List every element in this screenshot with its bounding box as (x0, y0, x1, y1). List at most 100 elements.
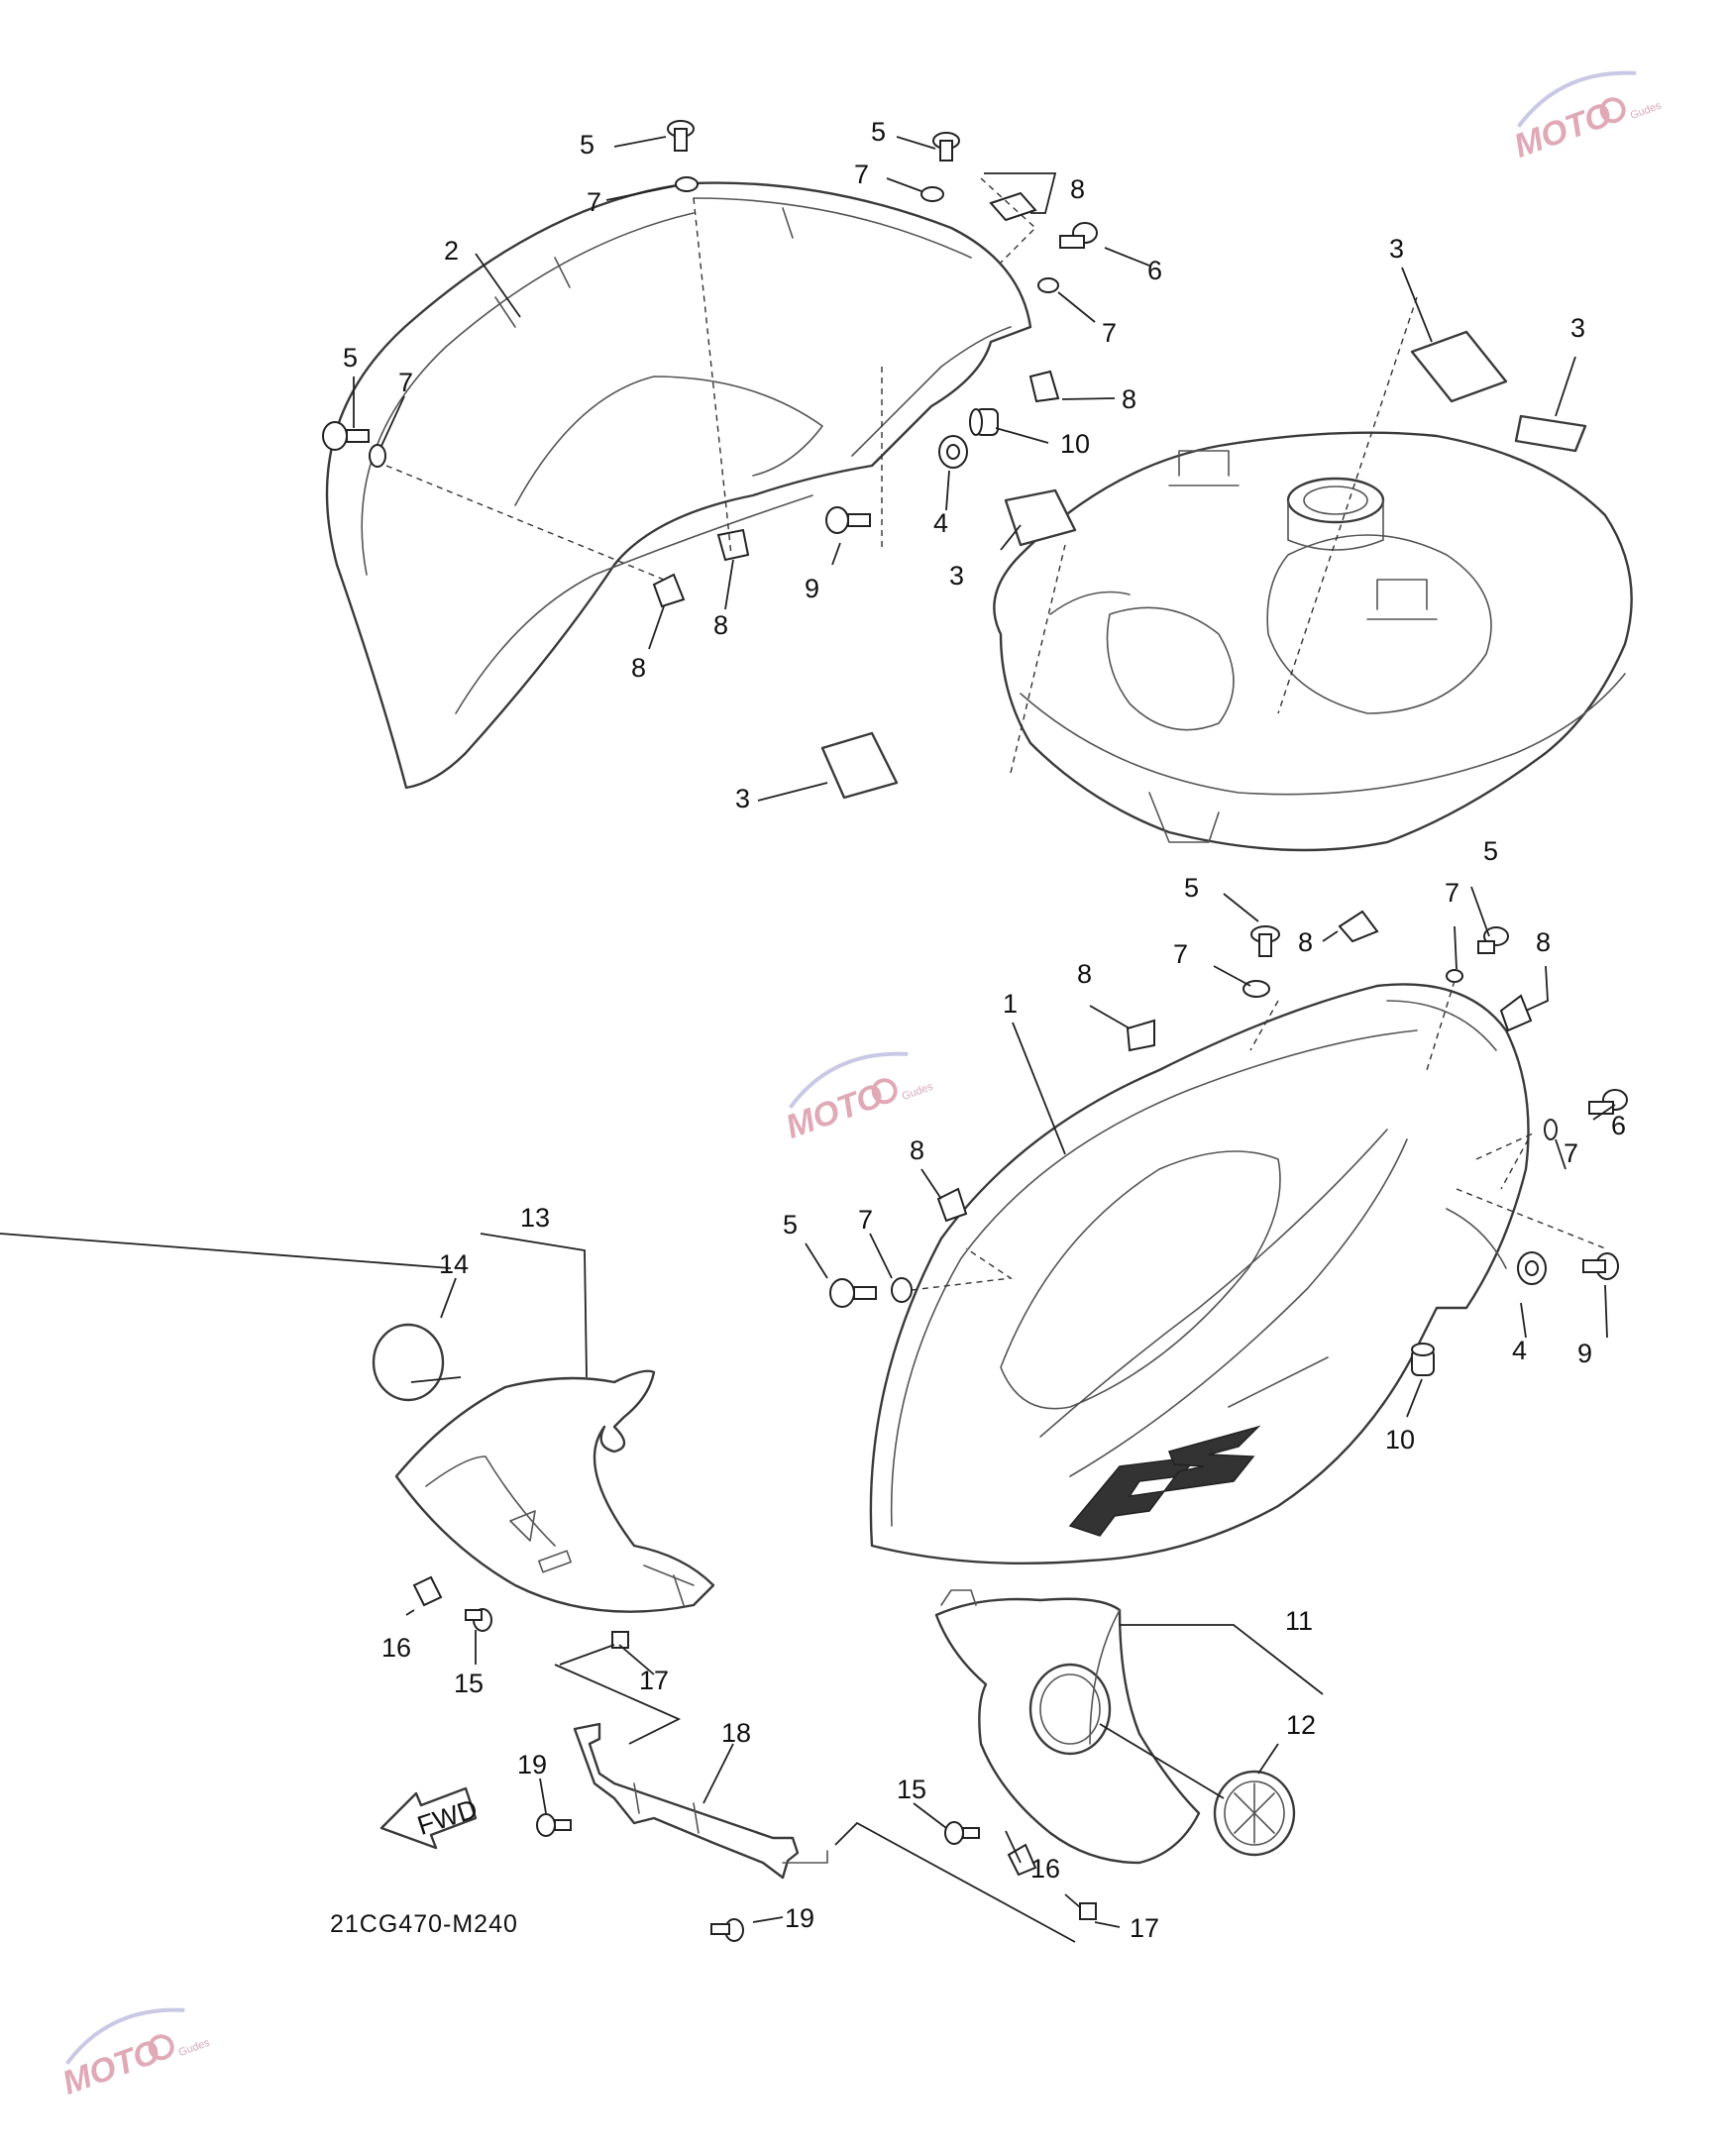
washer-icon (369, 444, 386, 468)
callout-part-7: 7 (1445, 878, 1459, 908)
callout-part-7: 7 (854, 160, 869, 189)
bolt-icon (536, 1813, 572, 1837)
callout-part-8: 8 (1536, 927, 1551, 957)
grommet-icon (1517, 1251, 1547, 1285)
callout-part-4: 4 (1512, 1336, 1527, 1365)
callout-part-8: 8 (1077, 959, 1092, 989)
washer-icon (920, 186, 944, 202)
clip-icon (652, 573, 686, 608)
callout-part-13: 13 (520, 1203, 550, 1233)
callout-part-15: 15 (897, 1775, 926, 1804)
callout-part-10: 10 (1060, 429, 1090, 459)
fz-graphic-icon (1068, 1356, 1329, 1537)
front-side-panel-part-11[interactable] (934, 1589, 1201, 1865)
clip-icon (1338, 910, 1379, 943)
bolt-icon (1477, 926, 1509, 954)
callout-part-9: 9 (1577, 1339, 1592, 1368)
fwd-label: FWD (414, 1793, 482, 1841)
emblem-part-12[interactable] (1213, 1770, 1296, 1857)
callout-part-5: 5 (343, 343, 358, 373)
clip-icon (936, 1187, 968, 1223)
bolt-icon (1059, 222, 1098, 249)
callout-part-19: 19 (517, 1750, 547, 1779)
washer-icon (1037, 277, 1059, 293)
watermark-brand: MOTO (57, 2033, 164, 2102)
callout-part-3: 3 (1570, 313, 1585, 343)
screw-icon (465, 1608, 492, 1632)
callout-part-7: 7 (1173, 939, 1188, 969)
collar-icon (969, 408, 999, 436)
callout-part-17: 17 (1130, 1913, 1159, 1943)
clip-icon (1028, 370, 1060, 403)
callout-part-3: 3 (1389, 234, 1404, 264)
callout-part-10: 10 (1385, 1425, 1415, 1455)
bracket-part-18[interactable] (573, 1722, 828, 1880)
callout-numbers: 2 5 7 5 7 8 6 7 5 7 8 10 4 9 8 8 3 3 3 3… (343, 117, 1626, 1943)
callout-part-8: 8 (1070, 174, 1085, 204)
bolt-icon (710, 1918, 744, 1942)
emblem-part-14[interactable] (372, 1323, 445, 1402)
watermark-middle: MOTO Gudes (781, 1051, 935, 1146)
diagram-code: 21CG470-M240 (330, 1910, 518, 1938)
callout-part-16: 16 (1030, 1854, 1060, 1884)
watermark-sub: Gudes (177, 2037, 212, 2060)
callout-part-5: 5 (1184, 873, 1199, 903)
washer-icon (675, 176, 699, 192)
callout-part-5: 5 (1483, 836, 1498, 866)
watermark-brand: MOTO (1509, 96, 1616, 165)
callout-part-7: 7 (858, 1205, 873, 1235)
bolt-icon (322, 421, 370, 451)
callout-part-8: 8 (1122, 384, 1136, 414)
front-side-panel-part-13[interactable] (394, 1369, 715, 1613)
fuel-tank[interactable] (993, 431, 1633, 852)
callout-part-8: 8 (910, 1135, 924, 1165)
callout-part-9: 9 (805, 574, 819, 603)
callout-part-7: 7 (1102, 318, 1117, 348)
callout-part-16: 16 (381, 1633, 411, 1663)
bolt-icon (667, 120, 695, 152)
callout-part-5: 5 (871, 117, 886, 147)
clip-icon (1126, 1019, 1155, 1052)
collar-icon (1411, 1343, 1435, 1376)
watermark-sub: Gudes (1629, 100, 1664, 123)
callout-part-3: 3 (949, 561, 964, 591)
bolt-icon (825, 506, 871, 534)
callout-part-19: 19 (785, 1903, 814, 1933)
washer-icon (1544, 1119, 1558, 1140)
fastener-reference-lines (385, 177, 1606, 1291)
clip-icon (716, 528, 750, 562)
callout-part-3: 3 (735, 784, 750, 813)
callout-part-5: 5 (783, 1210, 798, 1240)
clip-icon (412, 1575, 443, 1607)
grommet-icon (938, 435, 968, 469)
callout-part-5: 5 (580, 130, 594, 160)
callout-part-7: 7 (587, 187, 601, 217)
washer-icon (891, 1277, 913, 1303)
bolt-icon (932, 132, 960, 162)
nut-icon (1079, 1902, 1097, 1920)
right-side-cover-part-1[interactable] (869, 983, 1530, 1565)
screw-icon (944, 1821, 980, 1845)
bolt-icon (1250, 925, 1280, 957)
nut-icon (611, 1631, 629, 1649)
callout-part-15: 15 (454, 1669, 484, 1698)
callout-part-4: 4 (933, 508, 948, 538)
watermark-top-right: MOTO Gudes (1509, 70, 1664, 165)
callout-part-6: 6 (1147, 256, 1162, 285)
callout-part-7: 7 (398, 368, 413, 397)
callout-part-8: 8 (1298, 927, 1313, 957)
callout-part-18: 18 (721, 1718, 751, 1748)
watermark-brand: MOTO (781, 1077, 888, 1146)
callout-part-8: 8 (631, 653, 646, 683)
bolt-icon (829, 1278, 877, 1308)
callout-part-14: 14 (439, 1249, 469, 1279)
callout-part-2: 2 (444, 236, 459, 266)
callout-part-7: 7 (1564, 1138, 1578, 1168)
callout-part-8: 8 (713, 610, 728, 640)
callout-part-17: 17 (639, 1666, 669, 1695)
clip-icon (1499, 994, 1533, 1032)
clip-icon (989, 191, 1037, 222)
leader-lines (0, 136, 1616, 1943)
left-side-cover-part-2[interactable] (325, 181, 1032, 790)
